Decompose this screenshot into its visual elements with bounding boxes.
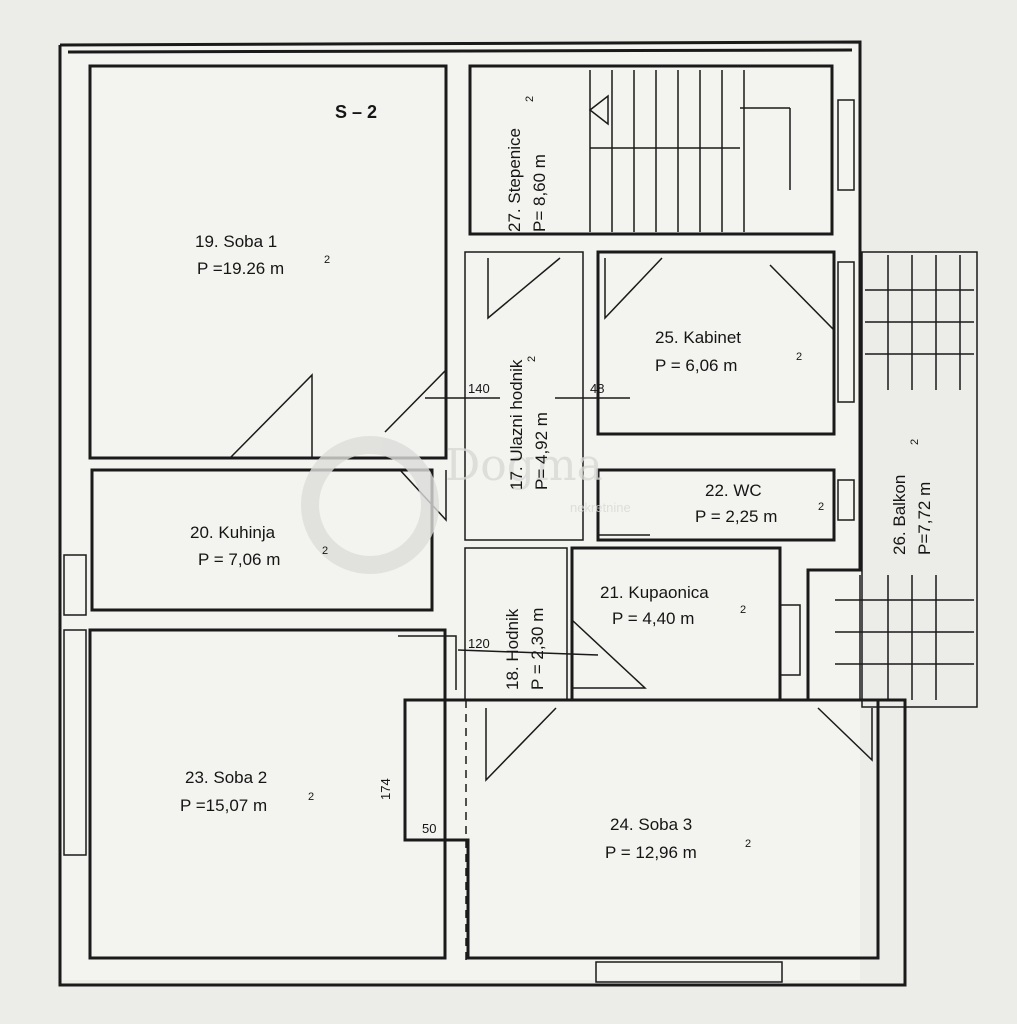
label-kupaonica-name: 21. Kupaonica	[600, 583, 709, 602]
label-soba2-sup: 2	[308, 791, 314, 803]
label-kupaonica-sup: 2	[740, 604, 746, 616]
room-ulazni	[464, 251, 584, 541]
label-soba3-sup: 2	[745, 838, 751, 850]
label-ulazni-sup: 2	[526, 356, 538, 362]
plan-title: S – 2	[335, 102, 377, 122]
label-soba2-area: P =15,07 m	[180, 796, 267, 815]
room-stepenice	[468, 64, 834, 236]
label-stepenice-area: P= 8,60 m	[530, 154, 549, 232]
room-kabinet	[596, 250, 836, 436]
dim-140: 140	[468, 381, 490, 396]
label-kabinet-area: P = 6,06 m	[655, 356, 737, 375]
label-wc-name: 22. WC	[705, 481, 762, 500]
dim-50: 50	[422, 821, 436, 836]
label-stepenice-name: 27. Stepenice	[505, 128, 524, 232]
label-hodnik-name: 18. Hodnik	[503, 608, 522, 690]
room-soba3	[403, 698, 880, 960]
room-balkon	[861, 251, 978, 708]
label-balkon-name: 26. Balkon	[890, 475, 909, 555]
label-wc-area: P = 2,25 m	[695, 507, 777, 526]
label-soba1-name: 19. Soba 1	[195, 232, 277, 251]
label-hodnik-area: P = 2,30 m	[528, 608, 547, 690]
label-balkon-area: P=7,72 m	[915, 482, 934, 555]
room-soba1	[88, 64, 448, 460]
room-kuhinja	[90, 468, 434, 612]
label-wc-sup: 2	[818, 501, 824, 513]
label-soba1-sup: 2	[324, 254, 330, 266]
label-soba2-name: 23. Soba 2	[185, 768, 267, 787]
label-ulazni-name: 17. Ulazni hodnik	[507, 359, 526, 490]
dim-120: 120	[468, 636, 490, 651]
label-stepenice-sup: 2	[524, 96, 536, 102]
watermark-brand: Dogma	[445, 440, 603, 491]
label-ulazni-area: P= 4,92 m	[532, 412, 551, 490]
room-hodnik	[464, 547, 568, 701]
dim-174: 174	[378, 778, 393, 800]
label-soba3-name: 24. Soba 3	[610, 815, 692, 834]
label-balkon-sup: 2	[909, 439, 921, 445]
label-kuhinja-name: 20. Kuhinja	[190, 523, 276, 542]
label-kabinet-sup: 2	[796, 351, 802, 363]
label-kuhinja-area: P = 7,06 m	[198, 550, 280, 569]
label-soba1-area: P =19.26 m	[197, 259, 284, 278]
label-kuhinja-sup: 2	[322, 545, 328, 557]
label-soba3-area: P = 12,96 m	[605, 843, 697, 862]
watermark: Dogma nekretnine	[301, 436, 631, 574]
dim-48: 48	[590, 381, 604, 396]
label-kabinet-name: 25. Kabinet	[655, 328, 741, 347]
room-soba2	[88, 628, 447, 960]
label-kupaonica-area: P = 4,40 m	[612, 609, 694, 628]
watermark-sub: nekretnine	[570, 500, 631, 515]
